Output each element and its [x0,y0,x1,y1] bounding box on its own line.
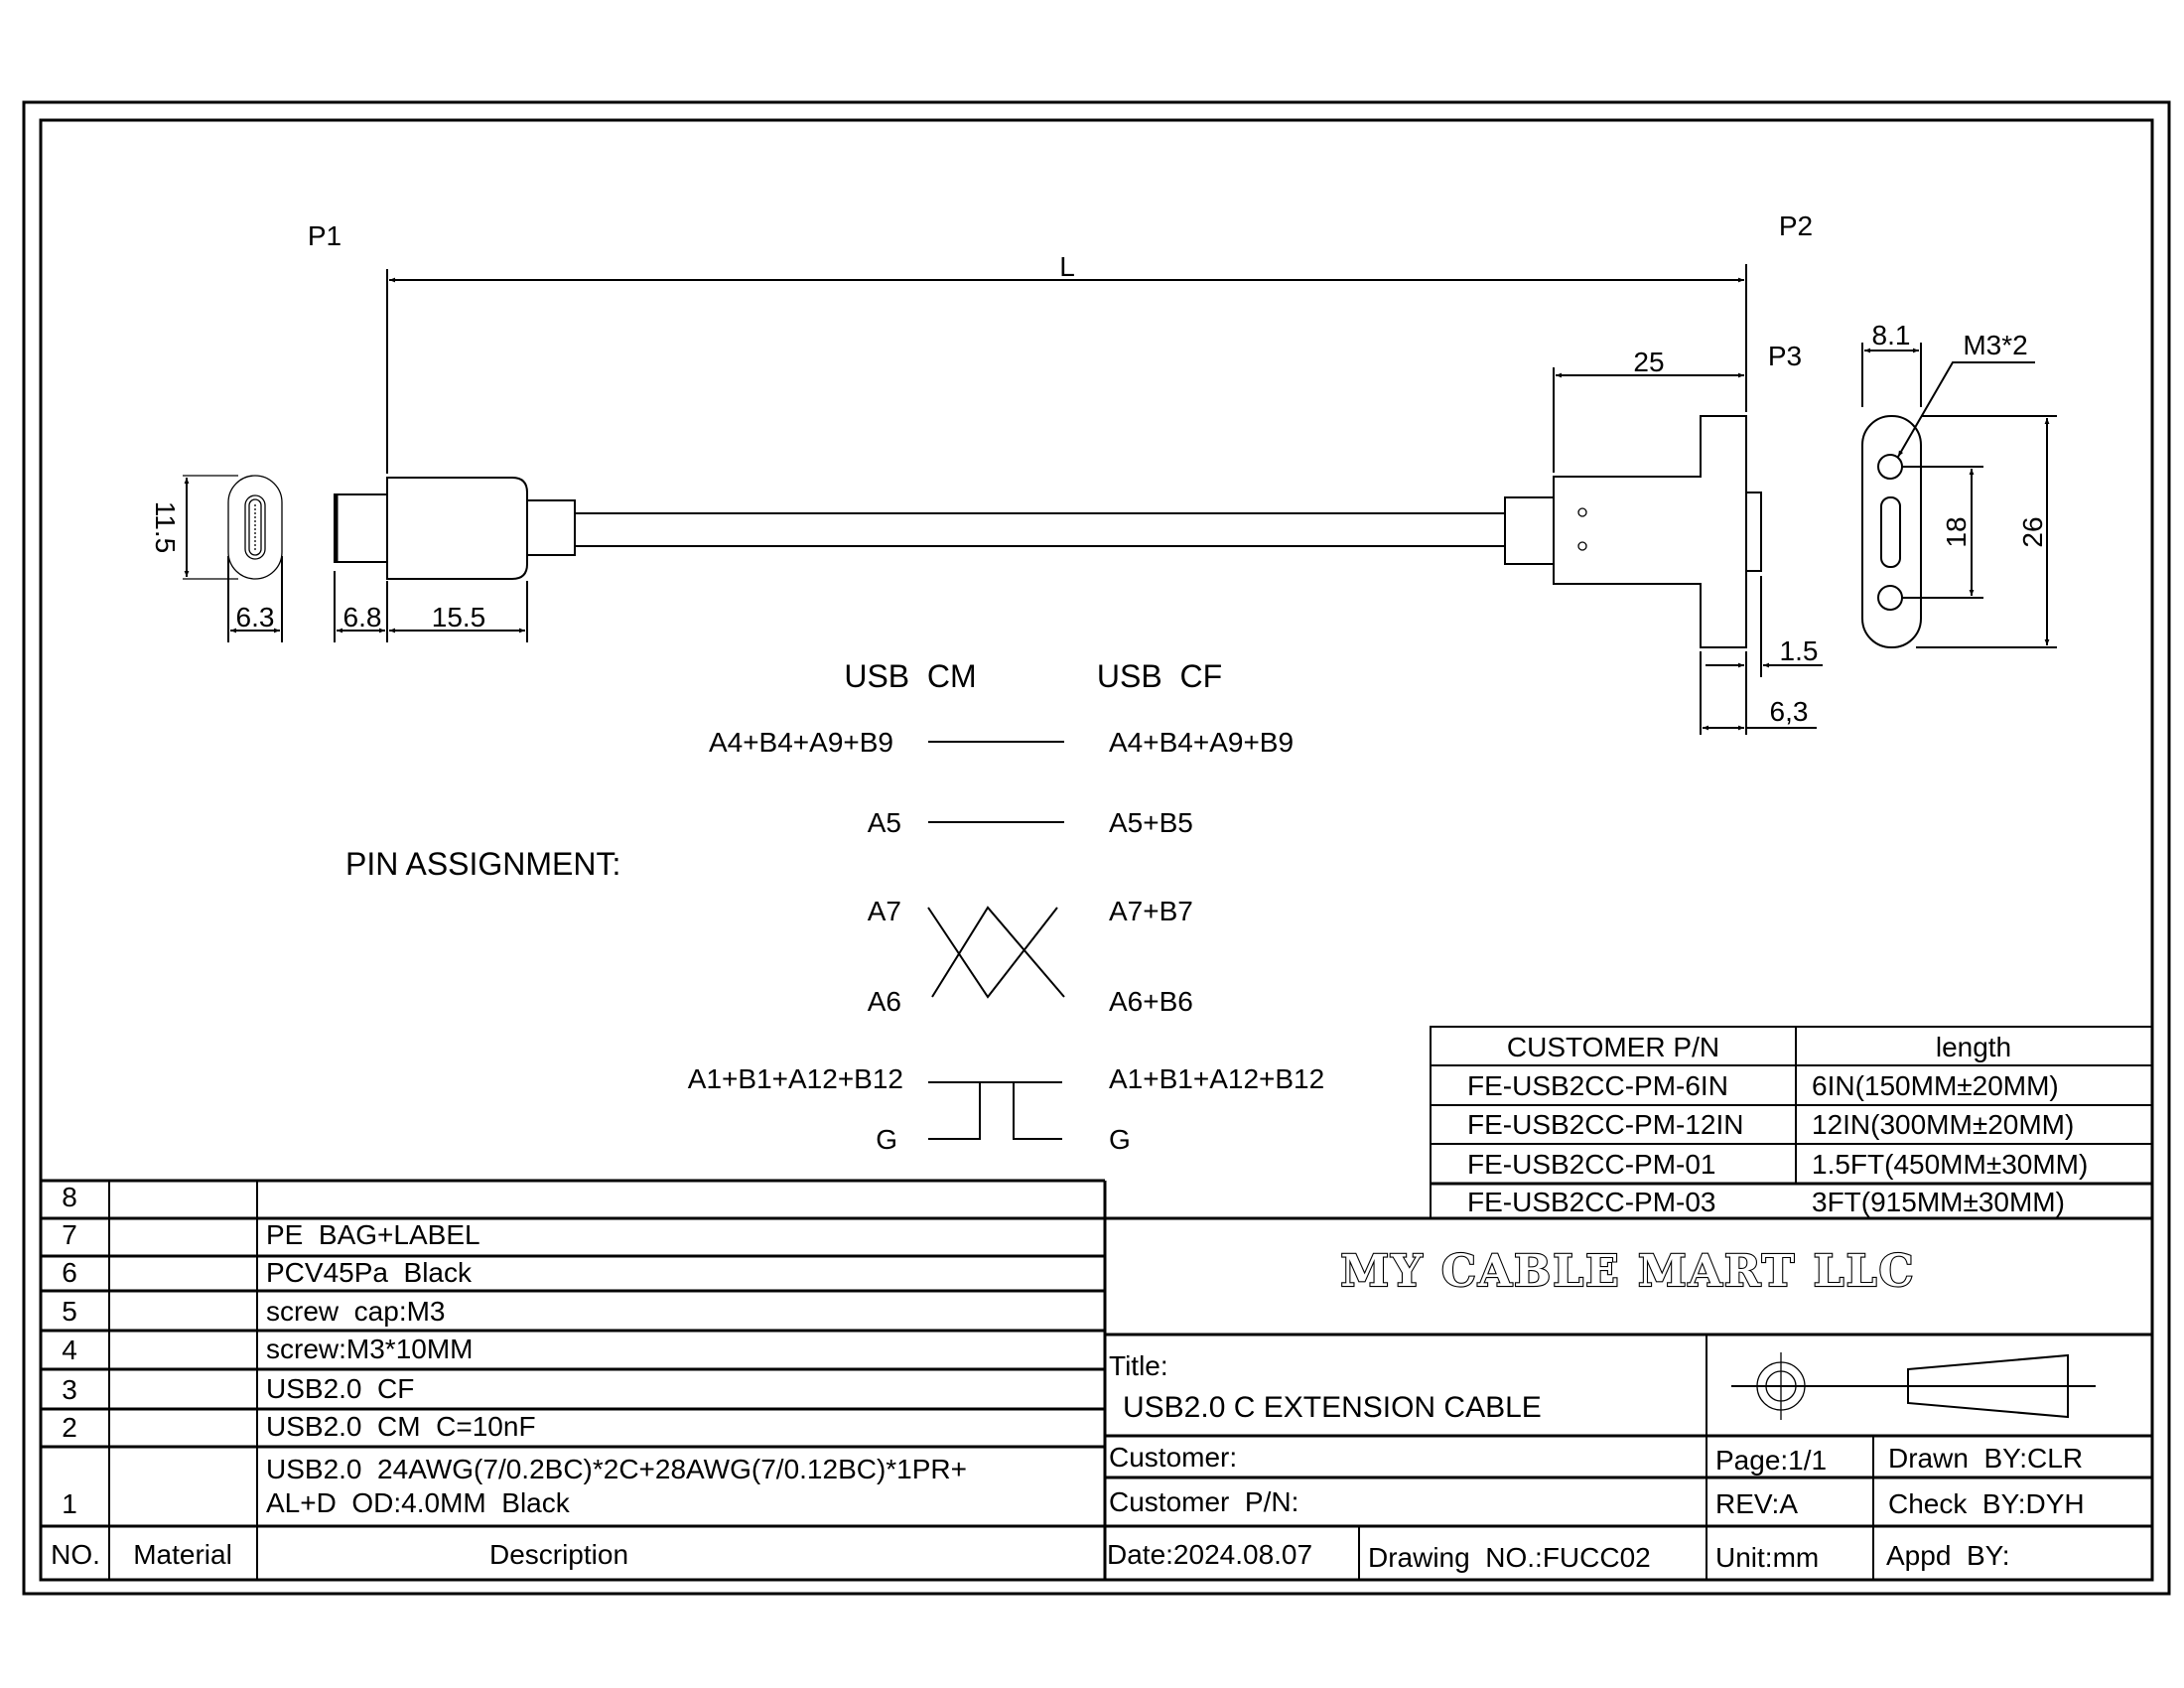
pin-assignment-title: PIN ASSIGNMENT: [345,846,620,882]
p3-label: P3 [1768,341,1802,371]
pin-right: A7+B7 [1109,896,1193,926]
dim-overmold-length: 15.5 [432,602,486,633]
pin-left: A4+B4+A9+B9 [709,727,893,758]
bom-header-description: Description [489,1539,628,1570]
bom-no: 6 [62,1257,77,1288]
pin-left: A6 [868,986,901,1017]
revision: REV:A [1715,1488,1798,1519]
customer-pn-label: Customer P/N: [1109,1486,1298,1517]
drawn-by: Drawn BY:CLR [1888,1443,2083,1474]
table-cell: 6IN(150MM±20MM) [1812,1070,2059,1101]
bom-no: 7 [62,1219,77,1250]
p2-receptacle-drawing: P2 P3 25 1.5 6,3 [1504,211,1823,735]
pin-right: A6+B6 [1109,986,1193,1017]
date: Date:2024.08.07 [1107,1539,1312,1570]
table-cell: 3FT(915MM±30MM) [1812,1187,2065,1217]
dim-plug-height: 11.5 [150,501,181,553]
dim-face-width: 8.1 [1872,320,1911,351]
bom-no: 3 [62,1374,77,1405]
projection-symbol-icon [1731,1352,2096,1420]
bom-description: USB2.0 CM C=10nF [266,1411,536,1442]
bom-description: PE BAG+LABEL [266,1219,480,1250]
bom-description: screw:M3*10MM [266,1334,473,1364]
table-header: length [1936,1032,2011,1062]
bom-header-no: NO. [51,1539,100,1570]
p1-label: P1 [308,220,341,251]
dim-flange-thickness: 1.5 [1780,635,1819,666]
bom-no: 1 [62,1488,77,1519]
pin-right: A5+B5 [1109,807,1193,838]
dim-face-height: 26 [2017,516,2048,547]
pin-left: A1+B1+A12+B12 [688,1063,903,1094]
bom-description: PCV45Pa Black [266,1257,473,1288]
receptacle-front-view: 8.1 M3*2 18 26 [1861,320,2057,648]
drawing-title: USB2.0 C EXTENSION CABLE [1123,1391,1542,1424]
length-label: L [1059,251,1075,282]
p1-plug-drawing: P1 11.5 6.3 6.8 15.5 [150,220,1505,642]
table-cell: FE-USB2CC-PM-12IN [1467,1109,1743,1140]
table-cell: 1.5FT(450MM±30MM) [1812,1149,2088,1180]
title-label: Title: [1109,1350,1168,1381]
table-cell: FE-USB2CC-PM-01 [1467,1149,1715,1180]
table-header: CUSTOMER P/N [1507,1032,1719,1062]
usb-cf-header: USB CF [1097,658,1222,694]
bom-description: USB2.0 24AWG(7/0.2BC)*2C+28AWG(7/0.12BC)… [266,1454,967,1484]
title-block: MY CABLE MART LLC Title: USB2.0 C EXTENS… [1105,1216,2152,1580]
page: Page:1/1 [1715,1445,1827,1476]
pin-left: A5 [868,807,901,838]
customer-label: Customer: [1109,1442,1237,1473]
bom-description-line2: AL+D OD:4.0MM Black [266,1487,571,1518]
table-cell: FE-USB2CC-PM-03 [1467,1187,1715,1217]
pin-assignment: PIN ASSIGNMENT: USB CM USB CF A4+B4+A9+B… [345,658,1324,1155]
bom-table: 8 7 PE BAG+LABEL 6 PCV45Pa Black 5 screw… [41,1179,1107,1580]
usb-cm-header: USB CM [844,658,976,694]
table-cell: FE-USB2CC-PM-6IN [1467,1070,1728,1101]
dim-hole-pitch: 18 [1941,516,1972,547]
bom-no: 5 [62,1296,77,1327]
customer-pn-table: CUSTOMER P/N length FE-USB2CC-PM-6IN 6IN… [1430,1026,2153,1219]
table-cell: 12IN(300MM±20MM) [1812,1109,2074,1140]
pin-right: A4+B4+A9+B9 [1109,727,1294,758]
dim-tip-length: 6.8 [343,602,382,633]
pin-left: G [876,1124,897,1155]
inner-border [39,118,2154,1582]
screw-callout: M3*2 [1963,330,2027,360]
company-name: MY CABLE MART LLC [1340,1246,1915,1297]
dim-receptacle-length: 25 [1633,347,1664,377]
pin-right: A1+B1+A12+B12 [1109,1063,1324,1094]
pin-right: G [1109,1124,1131,1155]
bom-description: screw cap:M3 [266,1296,446,1327]
bom-no: 4 [62,1335,77,1365]
drawing-number: Drawing NO.:FUCC02 [1368,1542,1651,1573]
pin-left: A7 [868,896,901,926]
p2-label: P2 [1779,211,1813,241]
bom-description: USB2.0 CF [266,1373,414,1404]
bom-no: 2 [62,1412,77,1443]
dim-flange-depth: 6,3 [1770,696,1809,727]
appd-by: Appd BY: [1886,1540,2010,1571]
outer-border [22,100,2171,1596]
bom-no: 8 [62,1182,77,1212]
bom-header-material: Material [133,1539,232,1570]
unit: Unit:mm [1715,1542,1819,1573]
dim-plug-width: 6.3 [236,602,275,633]
check-by: Check BY:DYH [1888,1488,2085,1519]
